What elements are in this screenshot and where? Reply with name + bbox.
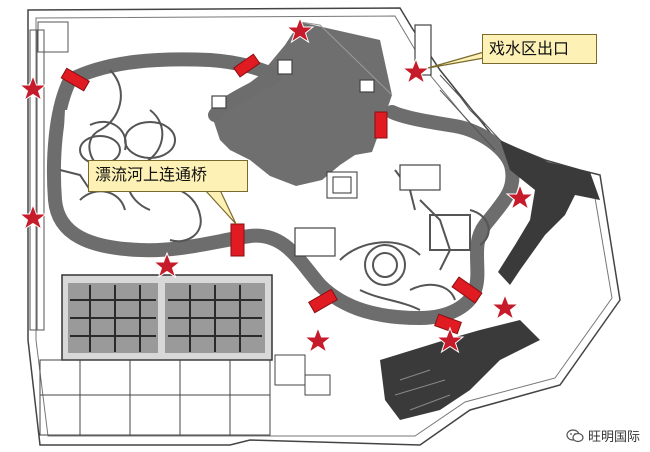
changing-rooms-block [61,274,273,361]
wave-pool [214,22,392,186]
wechat-icon [566,428,584,442]
star-icon [505,183,535,211]
right-building [498,140,600,285]
star-icon [152,251,182,279]
star-icon [435,326,465,354]
star-icon [18,74,48,102]
bottom-right-detail [394,369,451,411]
slide-tower-left [59,69,202,243]
star-icon [401,57,431,85]
star-icon [490,293,520,321]
star-icon [285,16,315,44]
water-area-exit-label: 戏水区出口 [482,34,597,64]
pool-island [326,171,358,199]
pool-grid [299,21,393,96]
bridge-marker [60,67,90,92]
right-building-outline [439,74,501,151]
bridge-markers [60,53,483,335]
left-structure [29,21,69,331]
bridge-marker [230,223,245,257]
bridge-marker [451,276,483,304]
star-markers [18,16,535,354]
bridge-marker [434,313,462,335]
watermark-text: 旺明国际 [587,430,640,445]
bridge-marker [308,288,338,314]
lazy-river-bridge-label: 漂流河上连通桥 [88,160,248,192]
star-icon [303,326,333,354]
lazy-river-inner-edge [63,70,211,216]
callout-exit-pointer [427,51,485,69]
bottom-right-building [380,320,540,420]
bridge-marker [233,53,261,78]
bridge-marker [374,111,388,139]
star-icon [18,203,48,231]
pool-island-inner [332,176,352,194]
watermark: 旺明国际 [566,426,640,445]
facility-outlines [211,24,441,257]
callout-bridge-pointer [204,189,237,225]
lower-left-rooms [39,354,331,436]
